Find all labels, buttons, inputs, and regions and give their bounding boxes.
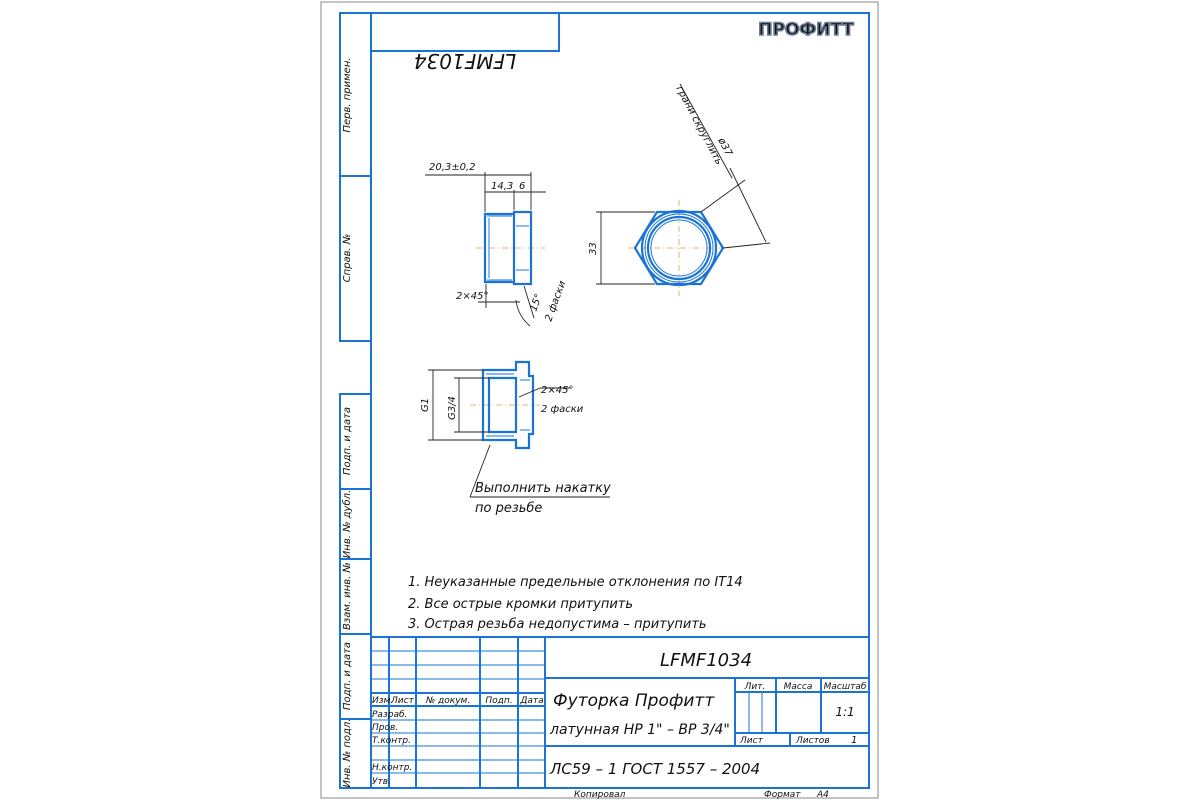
footer-format-value: A4 <box>816 790 829 800</box>
top-code-mirrored: LFMF1034 <box>414 49 516 73</box>
lit-label: Лит. <box>744 682 766 692</box>
footer-format-label: Формат <box>764 790 801 800</box>
dim-hex-len: 6 <box>519 181 525 192</box>
hex-view <box>628 200 730 296</box>
note-1: 1. Неуказанные предельные отклонения по … <box>408 575 743 590</box>
profitt-logo: ПРОФИТТ <box>750 17 864 41</box>
side-label-sprav: Справ. № <box>342 234 353 283</box>
knurl-note-line2: по резьбе <box>475 501 542 516</box>
row-tkontr: Т.контр. <box>372 736 411 746</box>
scale-value: 1:1 <box>835 705 854 719</box>
dim-thread-inner: G3/4 <box>447 396 458 420</box>
dim-chamfer-1: 2×45° <box>456 291 488 302</box>
material: ЛС59 – 1 ГОСТ 1557 – 2004 <box>549 760 760 778</box>
sheet-label: Лист <box>739 736 764 746</box>
designation: LFMF1034 <box>660 650 752 671</box>
dim-body: 14,3 <box>491 181 513 192</box>
dim-thread-outer: G1 <box>420 398 431 412</box>
side-label-inv-podl: Инв. № подл. <box>342 719 353 788</box>
logo-text: ПРОФИТТ <box>758 20 854 40</box>
row-razrab: Разраб. <box>372 710 407 720</box>
row-nkontr: Н.контр. <box>372 763 412 773</box>
col-list: Лист <box>390 696 415 706</box>
row-prov: Пров. <box>372 723 398 733</box>
side-label-perv: Перв. примен. <box>342 57 353 132</box>
side-view-dimensions <box>425 172 546 327</box>
scale-label: Масштаб <box>824 682 867 692</box>
sheet-border <box>320 1 879 799</box>
sheets-value: 1 <box>851 735 857 746</box>
note-edges: грани скруглить <box>673 84 724 167</box>
col-date: Дата <box>519 696 543 706</box>
top-code-box <box>370 12 560 52</box>
title-block-grid <box>371 636 869 788</box>
dim-chamfer-1-note: 2 фаски <box>543 279 568 323</box>
col-doc: № докум. <box>425 696 470 706</box>
col-podp: Подп. <box>485 696 512 706</box>
dim-chamfer-2-note: 2 фаски <box>541 404 584 415</box>
dim-hex-height: 33 <box>588 242 599 255</box>
note-2: 2. Все острые кромки притупить <box>408 597 633 612</box>
row-utv: Утв. <box>372 777 391 787</box>
col-izm: Изм. <box>372 696 393 706</box>
main-frame <box>370 12 870 789</box>
side-label-podp-data-2: Подп. и дата <box>342 642 353 710</box>
knurl-note-line1: Выполнить накатку <box>475 481 611 496</box>
dim-chamfer-2: 2×45° <box>541 385 573 396</box>
side-label-vzam-inv: Взам. инв. № <box>342 562 353 630</box>
mass-label: Масса <box>784 682 813 692</box>
footer-copied: Копировал <box>574 790 626 800</box>
section-view <box>470 360 540 450</box>
dim-angle: 15° <box>528 293 544 313</box>
side-label-inv-dubl: Инв. № дубл. <box>341 490 353 558</box>
product-name-line1: Футорка Профитт <box>553 691 715 711</box>
note-3: 3. Острая резьба недопустима – притупить <box>408 617 707 632</box>
dim-overall: 20,3±0,2 <box>429 162 476 173</box>
sheets-label: Листов <box>795 736 830 746</box>
section-view-dimensions <box>428 369 610 498</box>
hex-view-dimensions <box>596 83 771 285</box>
side-label-podp-data-1: Подп. и дата <box>342 407 353 475</box>
side-view-top <box>476 210 545 286</box>
side-column <box>339 12 372 789</box>
product-name-line2: латунная НР 1" – ВР 3/4" <box>549 722 730 738</box>
